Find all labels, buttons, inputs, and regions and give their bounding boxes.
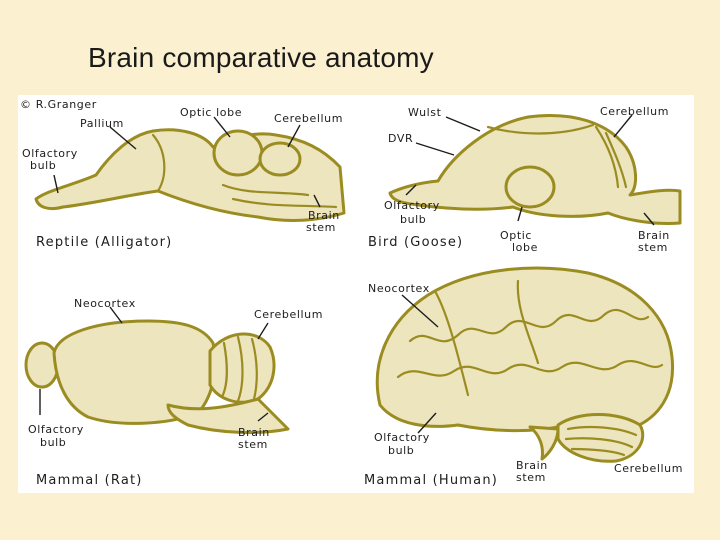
pointer-bird-brain-stem xyxy=(643,212,655,226)
label-human-olfactory: Olfactory xyxy=(374,431,430,444)
label-bird-olfactory: Olfactory xyxy=(384,199,440,212)
panel-rat: Neocortex Cerebellum Olfactory bulb Brai… xyxy=(24,297,323,488)
label-human-stem: stem xyxy=(516,471,546,484)
pointer-optic-lobe xyxy=(213,116,231,138)
label-bird-cerebellum: Cerebellum xyxy=(600,105,669,118)
rat-cerebellum-folds xyxy=(220,335,258,403)
slide-title: Brain comparative anatomy xyxy=(88,42,434,73)
pointer-cerebellum xyxy=(287,124,301,148)
label-human-bulb: bulb xyxy=(388,444,414,457)
label-rat-brain: Brain xyxy=(238,426,270,439)
label-human-brain: Brain xyxy=(516,459,548,472)
rat-brain-illustration xyxy=(24,319,290,434)
label-bird-stem: stem xyxy=(638,241,668,254)
human-brain-stem xyxy=(528,425,560,461)
brain-comparison-svg: © R.Granger Pallium Optic lobe Cerebellu… xyxy=(20,98,683,488)
rat-olfactory-bulb xyxy=(24,341,60,389)
label-bird-optic: Optic xyxy=(500,229,532,242)
bird-optic-lobe xyxy=(504,165,556,209)
reptile-brain-outline xyxy=(34,128,346,222)
reptile-pallium-edge xyxy=(151,133,166,193)
label-brain: Brain xyxy=(308,209,340,222)
label-rat-stem: stem xyxy=(238,438,268,451)
label-rat-bulb: bulb xyxy=(40,436,66,449)
label-rat-cerebellum: Cerebellum xyxy=(254,308,323,321)
pointer-olfactory xyxy=(53,174,59,194)
label-olfactory: Olfactory xyxy=(22,147,78,160)
caption-rat: Mammal (Rat) xyxy=(36,473,143,488)
label-dvr: DVR xyxy=(388,132,413,145)
pointer-rat-neocortex xyxy=(109,306,123,324)
human-gyri-middle xyxy=(396,359,664,379)
bird-cerebellum-lines xyxy=(594,125,628,189)
caption-human: Mammal (Human) xyxy=(364,473,498,488)
panel-human: Neocortex Olfactory bulb Brain stem Cere… xyxy=(364,266,683,488)
pointer-human-olfactory xyxy=(417,412,437,434)
label-rat-olfactory: Olfactory xyxy=(28,423,84,436)
bird-wulst-edge xyxy=(486,123,595,135)
label-human-cerebellum: Cerebellum xyxy=(614,462,683,475)
label-pallium: Pallium xyxy=(80,117,124,130)
reptile-brainstem-lines xyxy=(221,183,338,209)
pointer-human-neocortex xyxy=(401,294,439,328)
pointer-dvr xyxy=(415,142,455,156)
label-stem: stem xyxy=(306,221,336,234)
label-wulst: Wulst xyxy=(408,106,442,119)
label-bird-brain: Brain xyxy=(638,229,670,242)
pointer-rat-brain-stem xyxy=(257,412,269,422)
label-bird-lobe: lobe xyxy=(512,241,538,254)
reptile-cerebellum xyxy=(258,141,302,177)
caption-reptile: Reptile (Alligator) xyxy=(36,235,172,250)
pointer-bird-cerebellum xyxy=(613,114,633,138)
caption-bird: Bird (Goose) xyxy=(368,235,463,250)
panel-reptile: Pallium Optic lobe Cerebellum Olfactory … xyxy=(22,106,346,250)
pointer-brain-stem xyxy=(313,194,321,208)
pointer-pallium xyxy=(109,126,137,150)
reptile-optic-lobe xyxy=(212,129,264,177)
brain-comparison-figure: © R.Granger Pallium Optic lobe Cerebellu… xyxy=(18,95,694,493)
rat-brain-stem xyxy=(166,397,290,434)
human-brain-illustration xyxy=(375,266,675,463)
panel-bird: Wulst Cerebellum DVR Olfactory bulb Opti… xyxy=(368,105,682,254)
label-cerebellum: Cerebellum xyxy=(274,112,343,125)
bird-brain-illustration xyxy=(388,113,682,225)
label-optic-lobe: Optic lobe xyxy=(180,106,242,119)
human-cerebellum-folds xyxy=(564,425,638,457)
human-sulci xyxy=(434,279,540,397)
pointer-rat-cerebellum xyxy=(257,322,269,340)
reptile-brain-illustration xyxy=(34,128,346,222)
human-cortex-outline xyxy=(375,266,675,436)
label-bird-bulb: bulb xyxy=(400,213,426,226)
human-gyri-upper xyxy=(408,308,650,343)
pointer-bird-optic xyxy=(517,206,523,222)
pointer-wulst xyxy=(445,116,481,132)
label-human-neocortex: Neocortex xyxy=(368,282,430,295)
credit-text: © R.Granger xyxy=(20,98,97,111)
label-rat-neocortex: Neocortex xyxy=(74,297,136,310)
label-bulb: bulb xyxy=(30,159,56,172)
pointer-bird-olfactory xyxy=(405,184,417,196)
